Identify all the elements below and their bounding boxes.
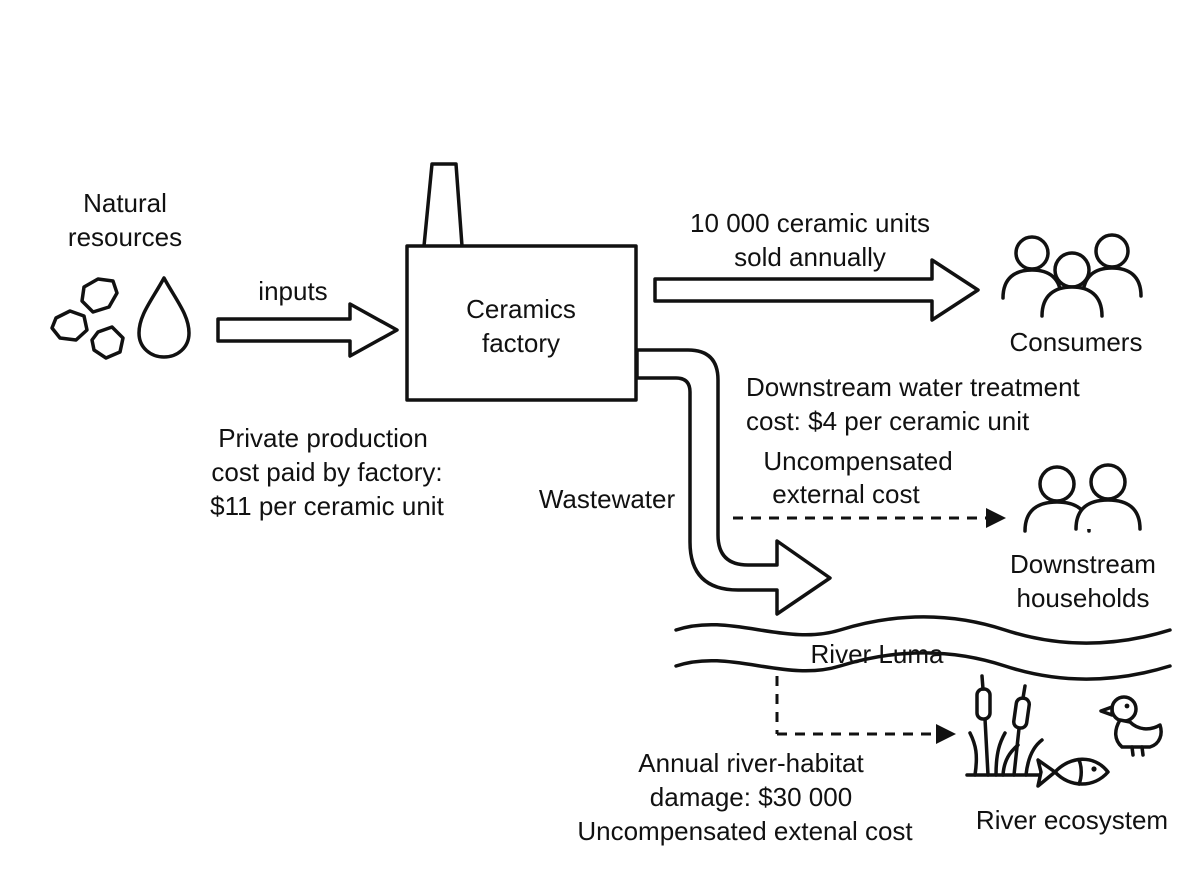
ceramics-factory-node: Ceramics factory <box>405 162 638 402</box>
wastewater-flow: Wastewater <box>539 348 832 616</box>
river-label: River Luma <box>811 639 944 669</box>
water-drop-icon <box>137 276 191 359</box>
private-cost-label: Private production cost paid by factory:… <box>210 423 444 521</box>
factory-label-line-2: factory <box>482 328 560 358</box>
duck-icon <box>1099 695 1163 757</box>
household-external-cost-line-1: Uncompensated <box>763 446 952 476</box>
people-pair-icon <box>1023 463 1142 533</box>
output-label-line-1: 10 000 ceramic units <box>690 208 930 238</box>
river-ecosystem-label: River ecosystem <box>976 805 1168 835</box>
fish-icon <box>1036 757 1110 788</box>
output-flow: 10 000 ceramic units sold annually <box>653 208 980 322</box>
output-arrow <box>653 258 980 322</box>
inputs-arrow <box>216 302 399 358</box>
consumers-label: Consumers <box>1010 327 1143 357</box>
natural-resources-label-line-2: resources <box>68 222 182 252</box>
output-label-line-2: sold annually <box>734 242 886 272</box>
treatment-cost-line-2: cost: $4 per ceramic unit <box>746 406 1030 436</box>
cattail-icon <box>965 674 1044 777</box>
downstream-households-node: Downstream households <box>1010 463 1156 613</box>
household-external-cost-label: Uncompensated external cost <box>763 446 952 509</box>
inputs-label: inputs <box>258 276 327 306</box>
habitat-cost-line-2: damage: $30 000 <box>650 782 852 812</box>
habitat-cost-label: Annual river-habitat damage: $30 000 Unc… <box>577 748 913 846</box>
habitat-cost-line-1: Annual river-habitat <box>638 748 864 778</box>
private-cost-line-1: Private production <box>218 423 428 453</box>
private-cost-line-2: cost paid by factory: <box>211 457 442 487</box>
household-external-cost-line-2: external cost <box>772 479 920 509</box>
chimney-icon <box>422 162 464 248</box>
natural-resources-label-line-1: Natural <box>83 188 167 218</box>
habitat-cost-line-3: Uncompensated extenal cost <box>577 816 913 846</box>
river-ecosystem-node: River ecosystem <box>965 674 1168 835</box>
river-waves-icon <box>674 615 1172 681</box>
habitat-cost-arrow <box>775 676 956 744</box>
household-cost-arrow <box>733 508 1006 528</box>
factory-box <box>405 244 638 402</box>
households-label-line-2: households <box>1017 583 1150 613</box>
river-node: River Luma <box>674 615 1172 681</box>
wastewater-arrow <box>635 348 832 616</box>
private-cost-line-3: $11 per ceramic unit <box>210 491 444 521</box>
treatment-cost-label: Downstream water treatment cost: $4 per … <box>746 372 1081 436</box>
consumers-node: Consumers <box>1001 233 1143 357</box>
treatment-cost-line-1: Downstream water treatment <box>746 372 1081 402</box>
inputs-flow: inputs <box>216 276 399 358</box>
households-label-line-1: Downstream <box>1010 549 1156 579</box>
people-group-icon <box>1001 233 1143 318</box>
factory-label-line-1: Ceramics <box>466 294 576 324</box>
wastewater-label: Wastewater <box>539 484 676 514</box>
natural-resources-node: Natural resources <box>50 188 191 360</box>
rocks-icon <box>50 277 125 360</box>
